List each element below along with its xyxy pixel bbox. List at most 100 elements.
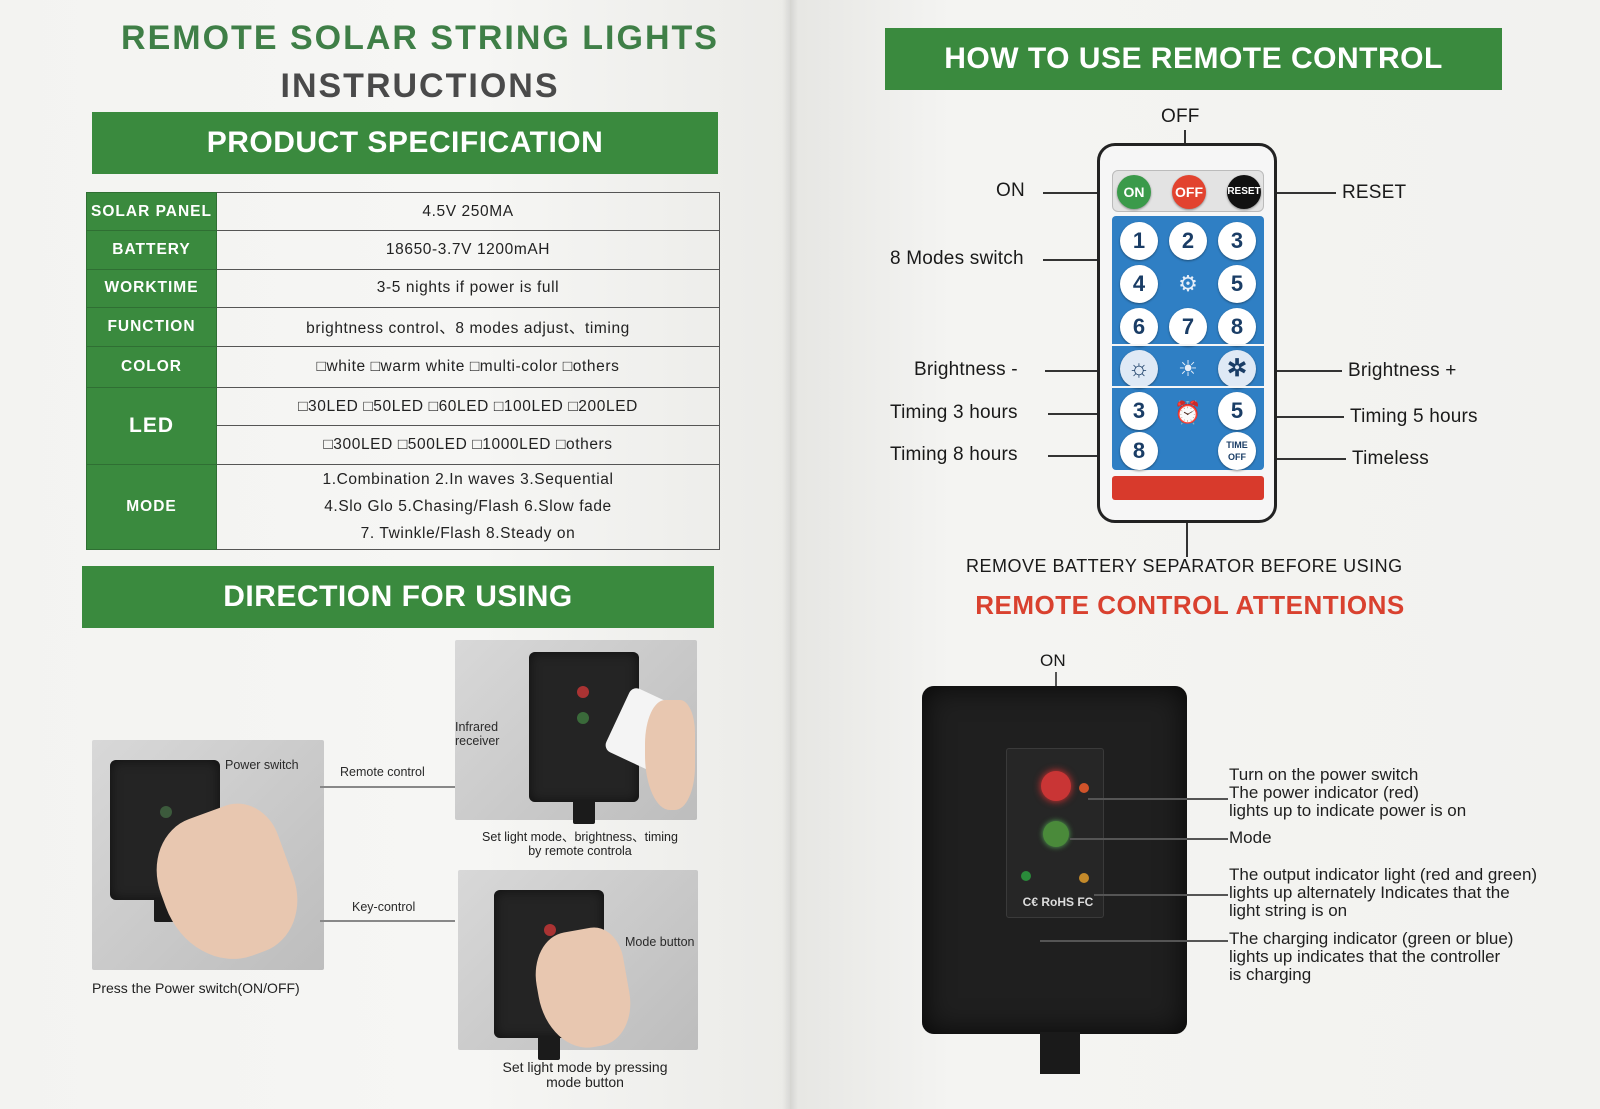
charging-attention-text: The charging indicator (green or blue) l… — [1229, 930, 1513, 984]
reset-button[interactable]: RESET — [1227, 175, 1261, 209]
timing5-label: Timing 5 hours — [1350, 406, 1478, 427]
modes-switch-label: 8 Modes switch — [890, 248, 1024, 269]
timing-5-button[interactable]: 5 — [1218, 392, 1256, 430]
spec-label-worktime: WORKTIME — [86, 268, 217, 309]
timing5-line — [1266, 416, 1344, 418]
main-title-line2: INSTRUCTIONS — [280, 67, 560, 105]
mode-callout-line — [1070, 838, 1228, 840]
output-text-line1: The output indicator light (red and gree… — [1229, 865, 1538, 884]
power-text-line3: lights up to indicate power is on — [1229, 801, 1467, 820]
timing-3-button[interactable]: 3 — [1120, 392, 1158, 430]
mode-2-button[interactable]: 2 — [1169, 222, 1207, 260]
output-attention-text: The output indicator light (red and gree… — [1229, 866, 1537, 920]
battery-leader-line — [1186, 523, 1188, 557]
charging-callout-line — [1040, 940, 1228, 942]
green-indicator-icon — [577, 712, 589, 724]
remote-control-illustration: ON OFF RESET 1 2 3 4 ⚙ 5 6 7 8 ☼ ☀ ✲ 3 ⏰… — [1097, 143, 1277, 523]
mode-5-button[interactable]: 5 — [1218, 265, 1256, 303]
timing3-label: Timing 3 hours — [890, 402, 1018, 423]
on-leader-line — [1043, 192, 1123, 194]
mode-6-button[interactable]: 6 — [1120, 308, 1158, 346]
mode-7-button[interactable]: 7 — [1169, 308, 1207, 346]
spec-label-color: COLOR — [86, 345, 217, 389]
output-text-line2: lights up alternately Indicates that the — [1229, 883, 1510, 902]
infrared-receiver-label: Infrared receiver — [455, 720, 500, 748]
mode-line-2: 4.Slo Glo 5.Chasing/Flash 6.Slow fade — [324, 498, 612, 516]
power-button-row: ON OFF RESET — [1112, 170, 1264, 212]
spec-label-function: FUNCTION — [86, 307, 217, 347]
reset-leader-line — [1266, 192, 1336, 194]
battery-separator-strip — [1112, 476, 1264, 500]
output-text-line3: light string is on — [1229, 901, 1348, 920]
mode-gear-icon: ⚙ — [1178, 271, 1198, 296]
timing3-line — [1048, 413, 1116, 415]
hand-image — [645, 700, 695, 810]
timing8-line — [1048, 455, 1116, 457]
power-switch-photo — [92, 740, 324, 978]
mode-8-button[interactable]: 8 — [1218, 308, 1256, 346]
connector-plug-icon — [538, 1036, 560, 1060]
power-switch-caption: Press the Power switch(ON/OFF) — [92, 980, 300, 996]
spec-label-solar-panel: SOLAR PANEL — [86, 191, 217, 232]
reset-label: RESET — [1342, 182, 1407, 203]
connector-plug-icon — [1040, 1032, 1080, 1074]
power-switch-label: Power switch — [225, 758, 299, 772]
timeless-line — [1266, 458, 1346, 460]
spec-value-mode: 1.Combination 2.In waves 3.Sequential 4.… — [216, 463, 720, 551]
off-label: OFF — [1161, 106, 1200, 127]
mode-button-caption: Set light mode by pressing mode button — [502, 1059, 668, 1090]
mode-4-button[interactable]: 4 — [1120, 265, 1158, 303]
alarm-clock-icon: ⏰ — [1174, 400, 1202, 425]
mode-attention-text: Mode — [1229, 828, 1272, 847]
output-indicator-icon — [1079, 873, 1089, 883]
spec-label-mode: MODE — [86, 463, 217, 551]
mode-line-3: 7. Twinkle/Flash 8.Steady on — [360, 525, 576, 543]
mode-button-photo — [458, 870, 698, 1060]
remote-keypad: 1 2 3 4 ⚙ 5 6 7 8 ☼ ☀ ✲ 3 ⏰ 5 8 TIME OFF — [1112, 216, 1264, 470]
off-button[interactable]: OFF — [1172, 175, 1206, 209]
main-title: REMOTE SOLAR STRING LIGHTS INSTRUCTIONS — [60, 14, 780, 110]
modes-leader-line — [1043, 259, 1113, 261]
power-callout-line — [1088, 798, 1228, 800]
power-text-line2: The power indicator (red) — [1229, 783, 1419, 802]
keypad-divider — [1112, 344, 1264, 346]
spec-value-color: □white □warm white □multi-color □others — [216, 345, 720, 389]
product-specification-heading: PRODUCT SPECIFICATION — [92, 112, 718, 174]
charging-text-line3: is charging — [1229, 965, 1312, 984]
mode-1-button[interactable]: 1 — [1120, 222, 1158, 260]
mode-line-1: 1.Combination 2.In waves 3.Sequential — [322, 471, 614, 489]
brightness-minus-button[interactable]: ☼ — [1120, 350, 1158, 388]
charging-text-line2: lights up indicates that the controller — [1229, 947, 1501, 966]
brightness-plus-line — [1266, 370, 1342, 372]
timing-8-button[interactable]: 8 — [1120, 432, 1158, 470]
remote-usage-photo — [455, 640, 697, 824]
battery-separator-note: REMOVE BATTERY SEPARATOR BEFORE USING — [966, 556, 1403, 576]
keypad-divider — [1112, 386, 1264, 388]
output-callout-line — [1094, 894, 1228, 896]
remote-control-attentions-heading: REMOTE CONTROL ATTENTIONS — [975, 590, 1405, 620]
rohs-mark: C€ RoHS FC — [1022, 895, 1094, 909]
brightness-plus-button[interactable]: ✲ — [1218, 350, 1256, 388]
main-title-line1: REMOTE SOLAR STRING LIGHTS — [121, 19, 719, 57]
spec-value-led-2: □300LED □500LED □1000LED □others — [216, 425, 720, 465]
charging-text-line1: The charging indicator (green or blue) — [1229, 929, 1514, 948]
red-indicator-icon — [577, 686, 589, 698]
on-button[interactable]: ON — [1117, 175, 1151, 209]
spec-value-battery: 18650-3.7V 1200mAH — [216, 230, 720, 270]
spec-value-led-1: □30LED □50LED □60LED □100LED □200LED — [216, 387, 720, 427]
power-indicator-icon — [160, 806, 172, 818]
charging-indicator-icon — [1021, 871, 1031, 881]
solar-controller-illustration: C€ RoHS FC — [922, 686, 1187, 1074]
remote-connector-line — [320, 786, 455, 788]
mode-3-button[interactable]: 3 — [1218, 222, 1256, 260]
controller-panel: C€ RoHS FC — [1006, 748, 1104, 918]
remote-control-label: Remote control — [340, 765, 425, 779]
spec-label-led: LED — [86, 387, 217, 465]
timing8-label: Timing 8 hours — [890, 444, 1018, 465]
power-attention-text: Turn on the power switch The power indic… — [1229, 766, 1466, 820]
direction-for-using-heading: DIRECTION FOR USING — [82, 566, 714, 628]
power-button-icon — [1041, 771, 1071, 801]
power-indicator-icon — [1079, 783, 1089, 793]
time-off-button[interactable]: TIME OFF — [1218, 432, 1256, 470]
key-connector-line — [320, 920, 455, 922]
